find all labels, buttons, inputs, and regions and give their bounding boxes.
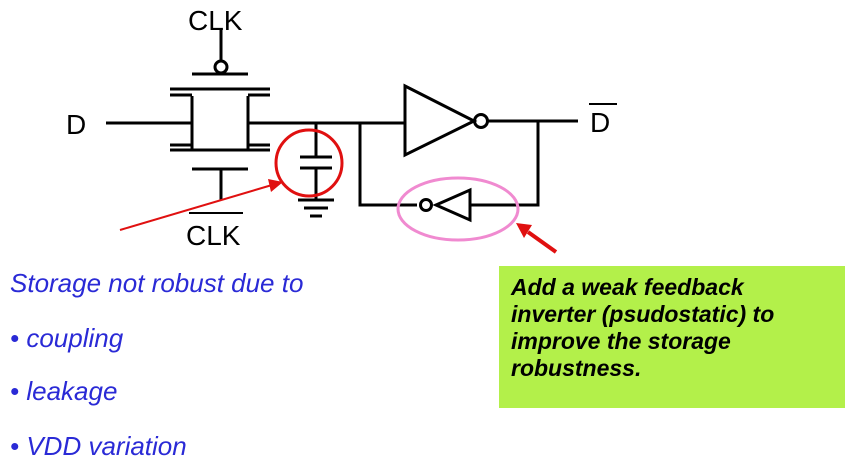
storage-heading: Storage not robust due to bbox=[10, 268, 304, 298]
capacitor-arrow bbox=[119, 179, 283, 231]
bullet-vdd-variation: • VDD variation bbox=[10, 431, 187, 461]
callout-line-1: Add a weak feedback bbox=[511, 274, 744, 300]
feedback-arrow bbox=[516, 223, 558, 254]
callout-line-3: improve the storage bbox=[511, 328, 731, 354]
callout-line-4: robustness. bbox=[511, 355, 642, 381]
main-inverter bbox=[403, 83, 489, 158]
weak-feedback-inverter bbox=[419, 187, 472, 223]
feedback-highlight-ellipse bbox=[396, 176, 520, 242]
clk-top-label: CLK bbox=[188, 5, 243, 36]
transmission-gate bbox=[170, 30, 270, 200]
ground-icon bbox=[298, 198, 334, 218]
callout-line-2: inverter (psudostatic) to bbox=[511, 301, 775, 327]
bullet-coupling: • coupling bbox=[10, 323, 124, 353]
weak-feedback-callout: Add a weak feedback inverter (psudostati… bbox=[499, 266, 845, 408]
clk-bottom-label: CLK bbox=[186, 220, 241, 251]
d-bar-output-label: D bbox=[590, 107, 611, 138]
d-input-label: D bbox=[66, 109, 87, 140]
capacitor-highlight-circle bbox=[274, 128, 344, 198]
bullet-leakage: • leakage bbox=[10, 376, 118, 406]
